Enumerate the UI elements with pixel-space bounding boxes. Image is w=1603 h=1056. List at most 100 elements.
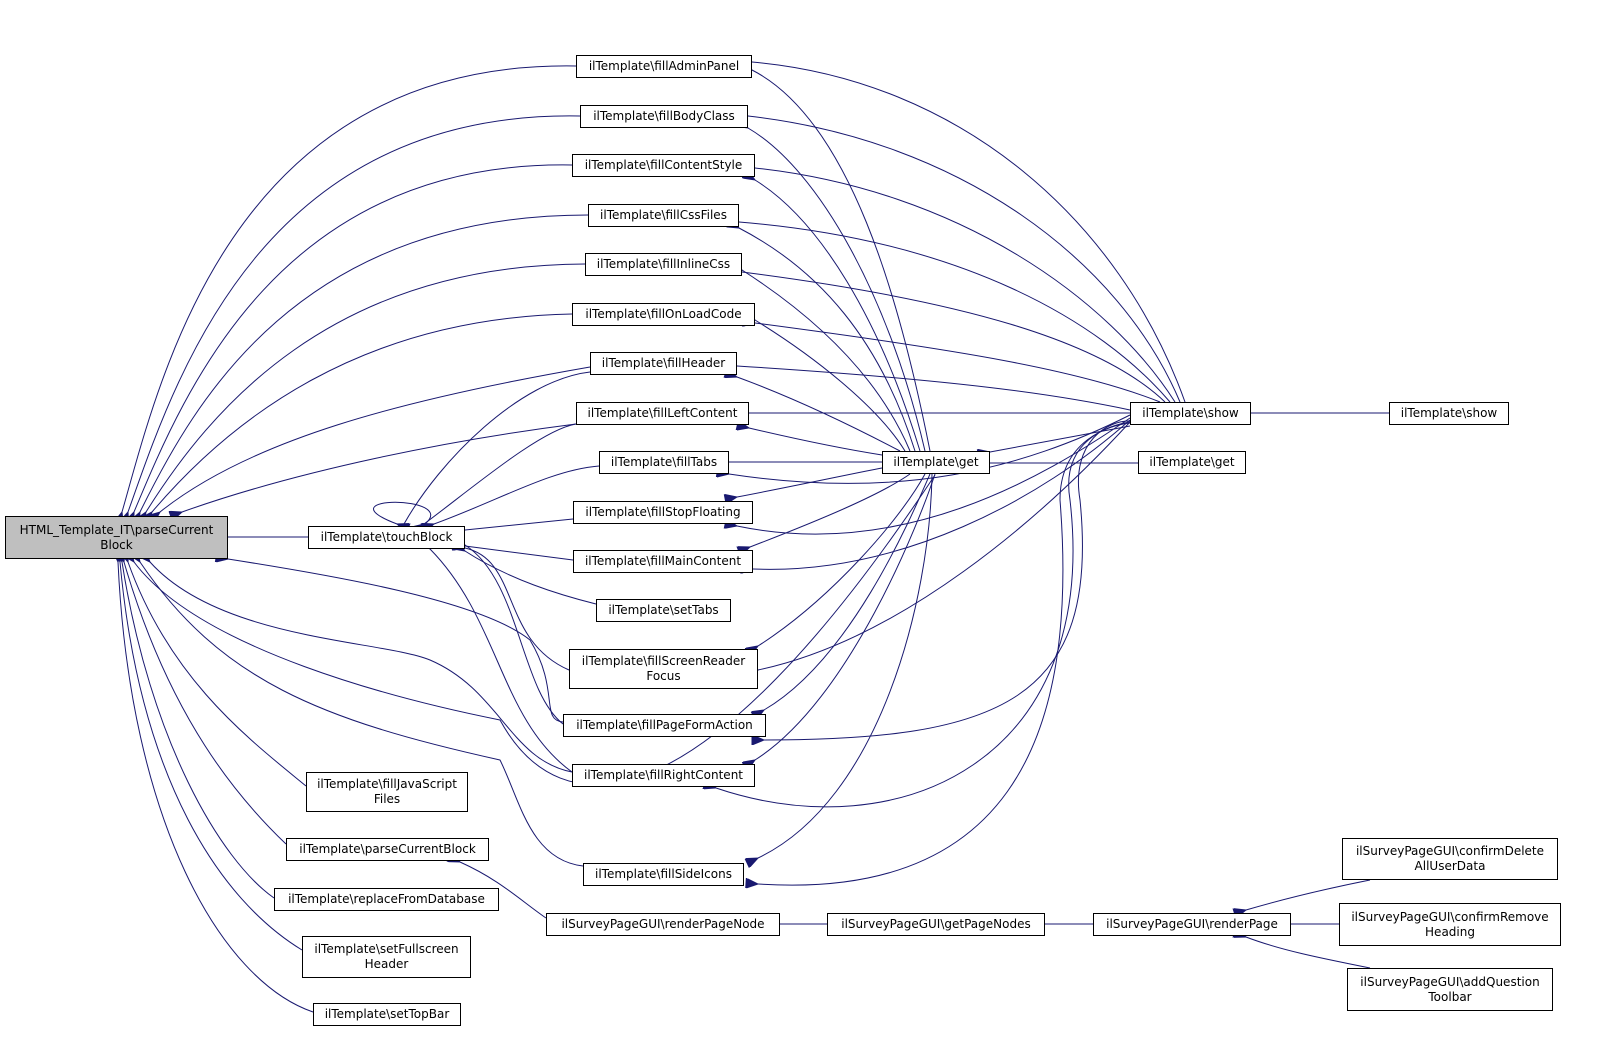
node-ilsurveypagegui-confirmremoveheading[interactable]: ilSurveyPageGUI\confirmRemove Heading	[1339, 903, 1561, 946]
call-edge	[120, 562, 303, 951]
node-label: ilTemplate\fillAdminPanel	[588, 59, 740, 73]
node-label: ilSurveyPageGUI\renderPage	[1106, 917, 1278, 931]
call-edge	[465, 548, 570, 671]
node-iltemplate-touchblock[interactable]: ilTemplate\touchBlock	[308, 526, 465, 549]
call-edge	[152, 313, 573, 512]
node-label: ilTemplate\fillLeftContent	[587, 406, 738, 420]
call-edge	[755, 323, 1161, 403]
node-iltemplate-show[interactable]: ilTemplate\show	[1130, 402, 1251, 425]
node-ilsurveypagegui-addquestiontoolbar[interactable]: ilSurveyPageGUI\addQuestion Toolbar	[1347, 968, 1553, 1011]
node-label: ilTemplate\get	[893, 455, 979, 469]
node-iltemplate-fillrightcontent[interactable]: ilTemplate\fillRightContent	[572, 764, 755, 787]
node-label: ilSurveyPageGUI\getPageNodes	[841, 917, 1031, 931]
call-edge	[465, 546, 574, 561]
node-label-line-2: Focus	[646, 669, 681, 683]
node-iltemplate-fillpageformaction[interactable]: ilTemplate\fillPageFormAction	[563, 714, 766, 737]
node-label: ilTemplate\fillBodyClass	[593, 109, 735, 123]
node-iltemplate-fillstopfloating[interactable]: ilTemplate\fillStopFloating	[573, 501, 753, 524]
call-edge	[748, 116, 1181, 403]
node-label: ilTemplate\fillOnLoadCode	[585, 307, 742, 321]
node-label: ilTemplate\fillSideIcons	[595, 867, 732, 881]
call-edge	[122, 65, 577, 512]
call-edge	[430, 549, 573, 773]
node-iltemplate-filladminpanel[interactable]: ilTemplate\fillAdminPanel	[576, 55, 752, 78]
call-edge	[758, 473, 926, 646]
node-iltemplate-show-caller[interactable]: ilTemplate\show	[1389, 402, 1509, 425]
node-iltemplate-get-caller[interactable]: ilTemplate\get	[1138, 451, 1246, 474]
call-edge	[134, 164, 573, 512]
node-iltemplate-fillmaincontent[interactable]: ilTemplate\fillMainContent	[573, 550, 753, 573]
node-label: ilTemplate\fillStopFloating	[585, 505, 741, 519]
node-label: ilTemplate\get	[1149, 455, 1235, 469]
call-edge	[742, 272, 1166, 403]
node-iltemplate-filltabs[interactable]: ilTemplate\fillTabs	[599, 451, 729, 474]
node-label: ilTemplate\fillTabs	[610, 455, 718, 469]
node-iltemplate-fillcssfiles[interactable]: ilTemplate\fillCssFiles	[588, 204, 739, 227]
call-edge	[122, 562, 275, 899]
call-edge	[424, 423, 577, 524]
node-label-line-2: AllUserData	[1414, 859, 1486, 873]
node-label: ilTemplate\fillRightContent	[583, 768, 744, 782]
call-edge	[150, 562, 573, 773]
call-edge	[749, 428, 883, 456]
call-edge	[434, 465, 600, 524]
node-iltemplate-fillbodyclass[interactable]: ilTemplate\fillBodyClass	[580, 105, 748, 128]
node-label-line-1: ilSurveyPageGUI\addQuestion	[1360, 974, 1540, 989]
call-edge	[737, 417, 1131, 535]
call-edge	[465, 551, 597, 605]
call-edge	[465, 518, 574, 530]
node-label-line-2: Heading	[1425, 924, 1475, 939]
node-iltemplate-settabs[interactable]: ilTemplate\setTabs	[596, 599, 731, 622]
node-iltemplate-parsecurrentblock[interactable]: ilTemplate\parseCurrentBlock	[286, 838, 489, 861]
node-label-line-1: ilTemplate\fillScreenReader	[581, 654, 746, 668]
call-edge	[128, 115, 581, 512]
call-edge	[742, 270, 911, 452]
call-edge	[465, 545, 564, 725]
call-edge	[750, 473, 911, 547]
node-label: ilTemplate\fillPageFormAction	[576, 718, 753, 732]
call-edge	[729, 414, 1131, 484]
node-label: ilTemplate\fillCssFiles	[600, 208, 727, 222]
node-label-line-1: ilTemplate\fillJavaScript	[317, 777, 457, 791]
call-edge	[755, 320, 906, 452]
node-iltemplate-fillsideicons[interactable]: ilTemplate\fillSideIcons	[583, 863, 744, 886]
node-label-line-2: Header	[364, 957, 409, 971]
node-iltemplate-fillleftcontent[interactable]: ilTemplate\fillLeftContent	[576, 402, 749, 425]
node-iltemplate-fillscreenreaderfocus[interactable]: ilTemplate\fillScreenReader Focus	[569, 649, 758, 689]
node-label-line-1: HTML_Template_IT\parseCurrent	[19, 522, 214, 537]
node-label-line-2: Block	[100, 537, 133, 552]
node-iltemplate-get[interactable]: ilTemplate\get	[882, 451, 990, 474]
node-iltemplate-fillcontentstyle[interactable]: ilTemplate\fillContentStyle	[572, 154, 755, 177]
node-ilsurveypagegui-confirmdeletealluserdata[interactable]: ilSurveyPageGUI\confirmDelete AllUserDat…	[1342, 838, 1558, 880]
node-html-template-it-parsecurrentblock: HTML_Template_IT\parseCurrent Block	[5, 516, 228, 559]
node-iltemplate-fillheader[interactable]: ilTemplate\fillHeader	[590, 352, 737, 375]
call-edge	[128, 562, 307, 787]
call-edge	[739, 222, 1171, 403]
node-ilsurveypagegui-renderpagenode[interactable]: ilSurveyPageGUI\renderPageNode	[546, 913, 780, 936]
call-edge	[764, 420, 1131, 740]
node-label-line-1: ilSurveyPageGUI\confirmDelete	[1355, 844, 1545, 858]
call-edge	[134, 474, 936, 786]
node-label-line-2: Files	[373, 792, 401, 806]
call-edge	[228, 559, 564, 723]
node-ilsurveypagegui-renderpage[interactable]: ilSurveyPageGUI\renderPage	[1093, 913, 1291, 936]
call-edge	[737, 366, 1131, 411]
node-label: ilTemplate\fillHeader	[601, 356, 726, 370]
call-edge	[140, 562, 584, 867]
node-iltemplate-replacefromdatabase[interactable]: ilTemplate\replaceFromDatabase	[274, 888, 499, 911]
call-edge	[460, 862, 547, 919]
node-ilsurveypagegui-getpagenodes[interactable]: ilSurveyPageGUI\getPageNodes	[827, 913, 1045, 936]
call-edge	[124, 562, 287, 845]
node-label: ilTemplate\setTabs	[608, 603, 719, 617]
call-edge	[140, 214, 589, 512]
node-label-line-1: ilTemplate\setFullscreen	[314, 942, 459, 956]
call-edge	[758, 422, 1131, 885]
node-iltemplate-settopbar[interactable]: ilTemplate\setTopBar	[313, 1003, 461, 1026]
call-edge	[753, 419, 1131, 569]
node-iltemplate-fillonloadcode[interactable]: ilTemplate\fillOnLoadCode	[572, 303, 755, 326]
node-iltemplate-filljavascriptfiles[interactable]: ilTemplate\fillJavaScript Files	[306, 772, 468, 812]
node-iltemplate-fillinlinecss[interactable]: ilTemplate\fillInlineCss	[585, 253, 742, 276]
node-iltemplate-setfullscreenheader[interactable]: ilTemplate\setFullscreen Header	[302, 936, 471, 978]
node-label: ilTemplate\parseCurrentBlock	[299, 842, 476, 856]
